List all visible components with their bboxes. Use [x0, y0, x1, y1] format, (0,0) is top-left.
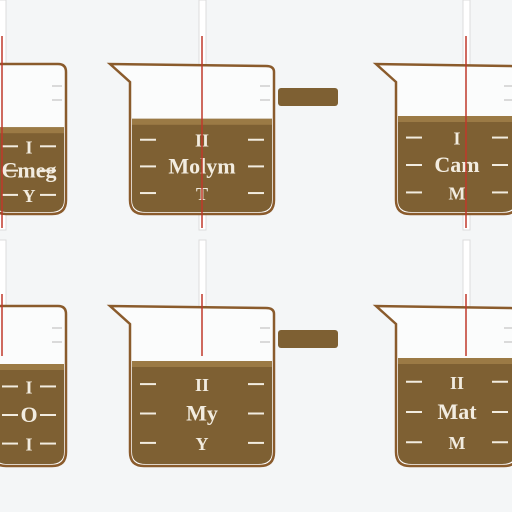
cup-liquid-surface	[132, 361, 272, 367]
cup-label-2: O	[20, 402, 37, 427]
cup-liquid	[0, 127, 64, 212]
cup-label-2: Cam	[434, 152, 479, 177]
cup-label-2: Mat	[437, 399, 477, 424]
cup-liquid	[398, 358, 512, 464]
measuring-cup-bottom-left: IOI	[0, 304, 68, 468]
cup-liquid	[398, 116, 512, 212]
cup-liquid-surface	[398, 358, 512, 364]
measuring-cup-bottom-middle: II MyY	[106, 304, 338, 468]
cup-label-1: I	[453, 129, 460, 149]
cup-liquid-surface	[0, 364, 64, 370]
cup-label-1: I	[25, 137, 32, 157]
cup-label-3: Y	[23, 186, 36, 206]
cup-label-3: I	[25, 435, 32, 455]
cup-liquid-surface	[0, 127, 64, 134]
cup-liquid	[132, 361, 272, 464]
cup-liquid-surface	[398, 116, 512, 122]
cup-label-1: II	[450, 373, 464, 393]
cup-handle	[278, 330, 338, 348]
cup-label-3: M	[449, 183, 466, 203]
cup-handle	[278, 88, 338, 106]
cup-label-1: II	[195, 375, 209, 395]
cup-label-2: My	[186, 401, 218, 426]
cup-label-2: Cmeg	[2, 158, 57, 183]
cup-label-1: I	[25, 377, 32, 397]
cup-liquid	[0, 364, 64, 464]
cup-label-3: Y	[196, 434, 209, 454]
cup-label-3: M	[449, 433, 466, 453]
